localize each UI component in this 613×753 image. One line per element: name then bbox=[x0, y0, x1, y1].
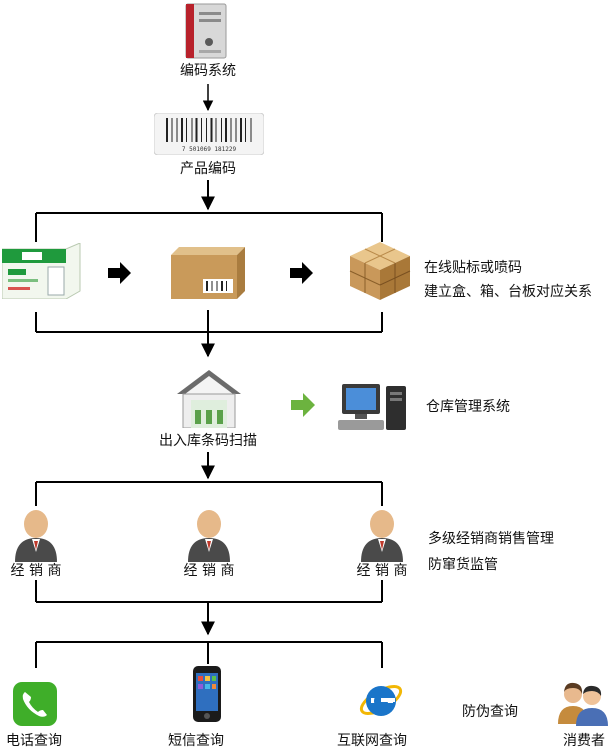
svg-text:7 501069 181229: 7 501069 181229 bbox=[182, 146, 237, 153]
consumer-label: 消费者 bbox=[563, 733, 605, 749]
server-icon bbox=[185, 3, 227, 59]
packaging-note-line2: 建立盒、箱、台板对应关系 bbox=[424, 284, 592, 300]
encoding-system-label: 编码系统 bbox=[180, 63, 236, 79]
distributor-person-icon bbox=[15, 510, 57, 562]
phone-query-label: 电话查询 bbox=[6, 733, 62, 749]
pallet-boxes-icon bbox=[349, 242, 411, 300]
green-arrow-icon bbox=[291, 393, 315, 417]
distributor-label: 经 销 商 bbox=[183, 563, 235, 579]
anti-fake-query-label: 防伪查询 bbox=[462, 704, 518, 720]
barcode-icon: 7 501069 181229 bbox=[153, 112, 265, 156]
carton-box-icon bbox=[171, 247, 245, 299]
medicine-box-icon bbox=[2, 243, 81, 299]
distributor-note-line1: 多级经销商销售管理 bbox=[428, 531, 554, 547]
product-coding-label: 产品编码 bbox=[180, 161, 236, 177]
warehouse-icon bbox=[177, 370, 241, 428]
distributor-person-icon bbox=[188, 510, 230, 562]
distributor-note-line2: 防窜货监管 bbox=[428, 557, 498, 573]
warehouse-scan-label: 出入库条码扫描 bbox=[159, 433, 257, 449]
internet-browser-icon bbox=[359, 685, 403, 716]
computer-icon bbox=[338, 384, 406, 430]
sms-query-label: 短信查询 bbox=[168, 733, 224, 749]
arrow-right-icon bbox=[290, 262, 313, 284]
distributor-label: 经 销 商 bbox=[10, 563, 62, 579]
consumers-icon bbox=[558, 682, 608, 726]
distributor-label: 经 销 商 bbox=[356, 563, 408, 579]
packaging-note-line1: 在线贴标或喷码 bbox=[424, 260, 522, 276]
smartphone-icon bbox=[193, 666, 221, 722]
warehouse-system-label: 仓库管理系统 bbox=[426, 399, 510, 415]
phone-icon bbox=[13, 682, 57, 726]
distributor-person-icon bbox=[361, 510, 403, 562]
arrow-right-icon bbox=[108, 262, 131, 284]
internet-query-label: 互联网查询 bbox=[337, 733, 407, 749]
